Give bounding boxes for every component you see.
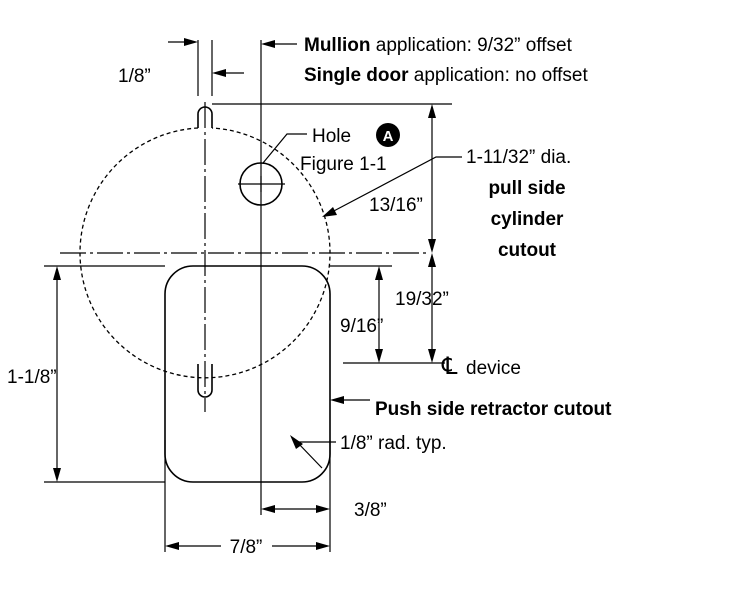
hole-a-leader: [262, 133, 307, 164]
hole-a-label: Hole: [312, 126, 351, 147]
centerline-symbol: ℄: [441, 353, 458, 380]
offset-note-line2: Single door application: no offset: [304, 65, 588, 86]
pull-side-label-3: cutout: [498, 240, 557, 261]
pull-side-label-2: cylinder: [491, 209, 564, 230]
centerline-label: device: [466, 358, 521, 379]
hole-a-figure-ref: Figure 1-1: [300, 154, 387, 175]
push-side-label: Push side retractor cutout: [375, 399, 612, 420]
radius-label: 1/8” rad. typ.: [340, 433, 447, 454]
dim-13-16-label: 13/16”: [369, 195, 423, 216]
dim-3-8-label: 3/8”: [354, 500, 387, 521]
slot-width-label: 1/8”: [118, 66, 151, 87]
dim-9-16-label: 9/16”: [340, 316, 383, 337]
dim-19-32-label: 19/32”: [395, 289, 449, 310]
hole-a-marker-letter: A: [383, 128, 394, 145]
dim-7-8-label: 7/8”: [230, 537, 263, 558]
retractor-cutout: [164, 265, 331, 483]
cylinder-dia-leader: [329, 156, 462, 214]
cylinder-dia-label: 1-11/32” dia.: [466, 147, 571, 168]
offset-note-line1: Mullion application: 9/32” offset: [304, 35, 573, 56]
pull-side-label-1: pull side: [488, 178, 565, 199]
radius-leader: [296, 441, 323, 469]
hole-a-marker: [376, 123, 400, 147]
dim-1-1-8-label: 1-1/8”: [7, 367, 57, 388]
